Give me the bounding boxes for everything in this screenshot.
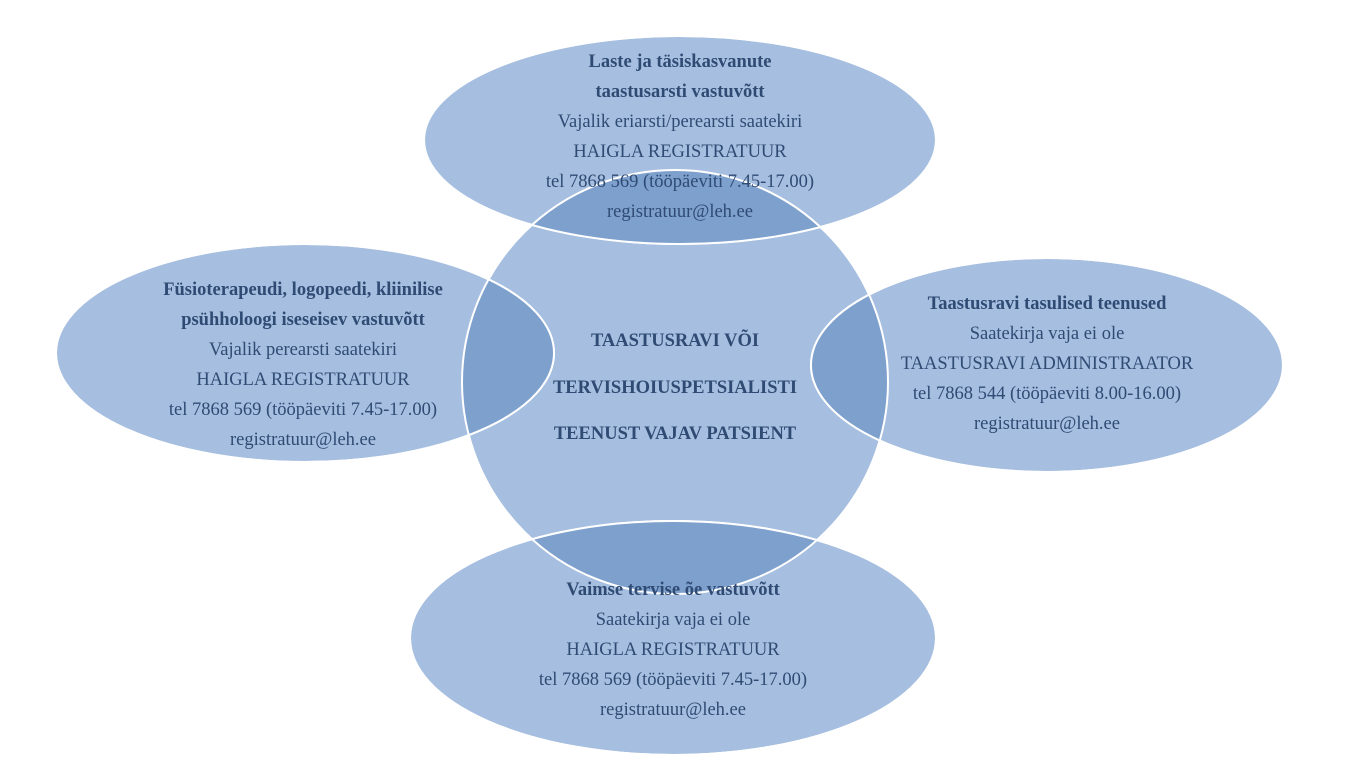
left-node-title-2: psühholoogi iseseisev vastuvõtt <box>181 310 425 330</box>
right-node-email: registratuur@leh.ee <box>974 414 1120 434</box>
left-node-email: registratuur@leh.ee <box>230 430 376 450</box>
left-node-referral: Vajalik perearsti saatekiri <box>209 340 397 360</box>
top-node-phone: tel 7868 569 (tööpäeviti 7.45-17.00) <box>545 172 815 192</box>
top-node-referral: Vajalik eriarsti/perearsti saatekiri <box>557 112 803 132</box>
bottom-node-title: Vaimse tervise õe vastuvõtt <box>566 580 780 600</box>
center-line-3: TEENUST VAJAV PATSIENT <box>553 424 797 444</box>
right-node-phone: tel 7868 544 (tööpäeviti 8.00-16.00) <box>912 384 1182 404</box>
center-line-1: TAASTUSRAVI VÕI <box>590 331 760 351</box>
top-node-email: registratuur@leh.ee <box>607 202 753 222</box>
bottom-node-email: registratuur@leh.ee <box>600 700 746 720</box>
left-node-contact: HAIGLA REGISTRATUUR <box>196 370 410 390</box>
top-node-contact: HAIGLA REGISTRATUUR <box>573 142 787 162</box>
bottom-node-contact: HAIGLA REGISTRATUUR <box>566 640 780 660</box>
left-node-title-1: Füsioterapeudi, logopeedi, kliinilise <box>163 280 443 300</box>
center-node-text: TAASTUSRAVI VÕI TERVISHOIUSPETSIALISTI T… <box>553 318 797 458</box>
right-node-referral: Saatekirja vaja ei ole <box>969 324 1125 344</box>
top-node-title-1: Laste ja täsiskasvanute <box>588 52 772 72</box>
right-node-title: Taastusravi tasulised teenused <box>927 294 1167 314</box>
right-node-contact: TAASTUSRAVI ADMINISTRAATOR <box>900 354 1194 374</box>
left-node-phone: tel 7868 569 (tööpäeviti 7.45-17.00) <box>168 400 438 420</box>
center-line-2: TERVISHOIUSPETSIALISTI <box>552 377 798 398</box>
top-node-text: Laste ja täsiskasvanute taastusarsti vas… <box>546 47 814 227</box>
bottom-node-referral: Saatekirja vaja ei ole <box>595 610 751 630</box>
top-node-title-2: taastusarsti vastuvõtt <box>595 82 765 102</box>
bottom-node-phone: tel 7868 569 (tööpäeviti 7.45-17.00) <box>538 670 808 690</box>
left-node-text: Füsioterapeudi, logopeedi, kliinilise ps… <box>163 275 443 455</box>
right-node-text: Taastusravi tasulised teenused Saatekirj… <box>901 289 1193 439</box>
bottom-node-text: Vaimse tervise õe vastuvõtt Saatekirja v… <box>539 575 807 725</box>
